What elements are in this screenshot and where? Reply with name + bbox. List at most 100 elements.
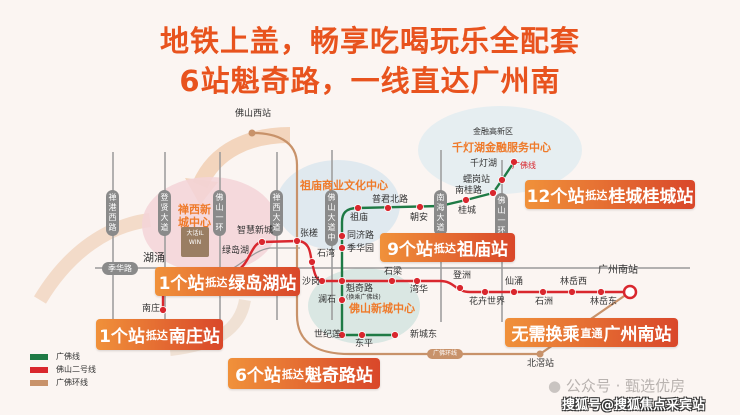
station-label[interactable]: 智慧新城 <box>237 226 274 236</box>
station-label[interactable]: 北滘站 <box>527 359 555 369</box>
station-label[interactable]: 广州南站 <box>598 265 638 276</box>
station-note: (换乘广佛线) <box>346 294 381 301</box>
station-dot[interactable] <box>258 238 266 246</box>
station-label[interactable]: 东平 <box>355 339 374 349</box>
station-label[interactable]: 世纪莲 <box>314 330 342 340</box>
station-label[interactable]: 同济路 <box>347 231 375 241</box>
callout-connector: 抵达 <box>145 328 168 342</box>
station-label[interactable]: 登洲 <box>453 271 472 281</box>
station-label[interactable]: 石洲 <box>535 297 554 307</box>
callout-guangzhou-south: 无需换乘直通广州南站 <box>505 318 678 347</box>
station-label[interactable]: 林岳西 <box>560 277 588 287</box>
road-label: 禅港西路 <box>106 190 119 236</box>
station-label[interactable]: 季华园 <box>347 244 375 254</box>
zone-xincheng: 佛山新城中心 <box>349 302 415 315</box>
station-label[interactable]: 澜石 <box>318 295 337 305</box>
callout-destination: 南庄站 <box>168 327 220 347</box>
station-dot[interactable] <box>510 158 518 166</box>
station-dot[interactable] <box>597 288 605 296</box>
station-dot[interactable] <box>384 204 392 212</box>
headline-2: 6站魁奇路，一线直达广州南 <box>179 64 561 98</box>
station-label[interactable]: 魁奇路 <box>346 284 374 294</box>
station-dot[interactable] <box>416 203 424 211</box>
callout-count: 无需换乘 <box>511 325 580 345</box>
station-dot[interactable] <box>481 288 489 296</box>
decor-arrow <box>192 127 291 189</box>
qiandenghu-zone <box>418 106 582 194</box>
station-dot[interactable] <box>318 277 326 285</box>
station-dot[interactable] <box>293 237 301 245</box>
station-dot[interactable] <box>338 244 346 252</box>
station-dot[interactable] <box>358 331 366 339</box>
station-dot[interactable] <box>510 288 518 296</box>
callout-count: 1个站 <box>158 274 205 294</box>
decor-arrow <box>33 213 152 304</box>
station-label[interactable]: 普君北路 <box>372 195 409 205</box>
station-dot[interactable] <box>338 277 346 285</box>
station-dot[interactable] <box>568 288 576 296</box>
station-dot[interactable] <box>159 306 167 314</box>
zone-qiandenghu: 千灯湖金融服务中心 <box>452 141 551 154</box>
station-label[interactable]: 湾华 <box>410 285 429 295</box>
wechat-icon: ● <box>548 377 562 395</box>
watermark-wechat: ● 公众号 · 甄选优房 <box>548 375 685 396</box>
callout-connector: 抵达 <box>281 367 304 381</box>
station-dot[interactable] <box>354 204 362 212</box>
callout-connector: 直通 <box>580 326 603 340</box>
station-dot[interactable] <box>391 331 399 339</box>
station-label[interactable]: 石湾 <box>317 249 336 259</box>
watermark-text: 公众号 · 甄选优房 <box>565 377 686 395</box>
legend-label: 佛山二号线 <box>56 365 96 374</box>
callout-count: 1个站 <box>99 327 145 347</box>
line-tag-ring: 广佛环线 <box>427 349 464 359</box>
station-label[interactable]: 千灯湖 <box>470 159 498 169</box>
station-label[interactable]: 湖涌 <box>143 251 165 264</box>
station-label[interactable]: 桂城 <box>458 206 477 216</box>
station-label[interactable]: 石梁 <box>384 267 403 277</box>
station-label[interactable]: 祖庙 <box>350 213 369 223</box>
line-tag-guangfo: 广佛线 <box>512 161 536 170</box>
station-label[interactable]: 仙涌 <box>505 277 524 287</box>
station-dot[interactable] <box>248 129 256 137</box>
legend-swatch <box>30 366 48 373</box>
station-label[interactable]: 绿岛湖 <box>222 246 250 256</box>
station-label[interactable]: 张槎 <box>300 229 319 239</box>
station-label[interactable]: 佛山西站 <box>235 109 272 119</box>
station-dot[interactable] <box>462 196 470 204</box>
station-label[interactable]: 沙岗 <box>302 277 321 287</box>
station-dot[interactable] <box>489 189 497 197</box>
zone-subtitle: 金融高新区 <box>473 127 513 136</box>
road-label: 佛山大道中 <box>325 190 338 246</box>
station-dot[interactable] <box>338 296 346 304</box>
headline-1: 地铁上盖，畅享吃喝玩乐全配套 <box>159 24 580 58</box>
callout-lvdaohu: 1个站抵达绿岛湖站 <box>155 267 300 296</box>
station-label[interactable]: 蠕岗站 <box>463 175 491 185</box>
legend-item: 广佛环线 <box>30 376 96 389</box>
legend-label: 广佛线 <box>56 352 80 361</box>
station-label[interactable]: 新城东 <box>410 330 438 340</box>
station-dot[interactable] <box>308 258 316 266</box>
station-label[interactable]: 南庄 <box>142 304 161 314</box>
station-dot[interactable] <box>388 277 396 285</box>
guangzhou-south-station-icon[interactable] <box>622 284 638 300</box>
callout-guicheng: 12个站抵达桂城桂城站 <box>525 180 695 209</box>
callout-zumiao: 9个站抵达祖庙站 <box>380 233 515 262</box>
station-dot[interactable] <box>498 176 506 184</box>
station-dot[interactable] <box>413 277 421 285</box>
road-label: 佛山一环 <box>213 190 226 236</box>
road-label: 佛山一环 <box>495 193 508 239</box>
station-label[interactable]: 朝安 <box>410 213 429 223</box>
station-dot[interactable] <box>338 232 346 240</box>
station-label[interactable]: 南桂路 <box>455 186 483 196</box>
station-label[interactable]: 林岳东 <box>590 297 618 307</box>
guangfo-ring-line <box>251 131 631 356</box>
legend-swatch <box>30 353 48 360</box>
station-label[interactable]: 花卉世界 <box>469 297 506 307</box>
station-dot[interactable] <box>338 331 346 339</box>
station-dot[interactable] <box>539 288 547 296</box>
station-dot[interactable] <box>536 350 544 358</box>
legend-swatch <box>30 379 48 386</box>
legend-item: 佛山二号线 <box>30 363 96 376</box>
callout-destination: 桂城桂城站 <box>608 187 694 207</box>
station-dot[interactable] <box>456 284 464 292</box>
